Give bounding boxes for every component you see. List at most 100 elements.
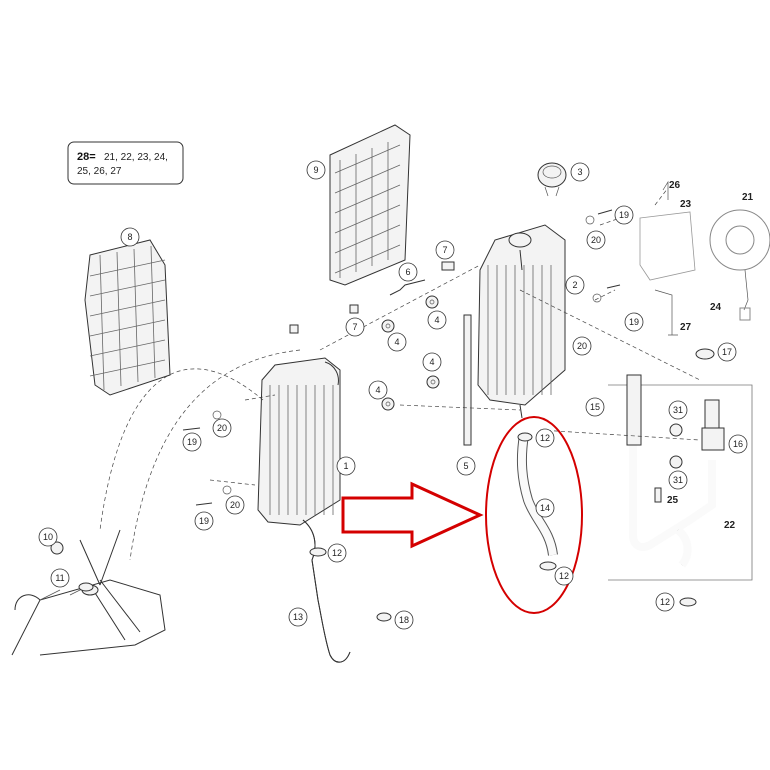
part-callout: 2 bbox=[565, 275, 585, 295]
callout-circle bbox=[554, 566, 574, 586]
label-24: 24 bbox=[710, 302, 722, 313]
part-callout: 13 bbox=[288, 607, 308, 627]
part-callout: 7 bbox=[435, 240, 455, 260]
part-callout: 10 bbox=[38, 527, 58, 547]
callout-number: 19 bbox=[629, 317, 639, 327]
callout-circle bbox=[570, 162, 590, 182]
callout-number: 20 bbox=[217, 423, 227, 433]
callout-circle bbox=[336, 456, 356, 476]
fin-line bbox=[334, 244, 401, 274]
part-callout: 31 bbox=[668, 470, 688, 490]
fin-line bbox=[334, 184, 401, 214]
fin-line bbox=[133, 248, 139, 383]
part-callout: 4 bbox=[422, 352, 442, 372]
callout-circle bbox=[614, 205, 634, 225]
grille-left bbox=[84, 239, 171, 396]
callout-circle bbox=[456, 456, 476, 476]
kit-line-1: 21, 22, 23, 24, bbox=[104, 152, 168, 163]
part-callout: 18 bbox=[394, 610, 414, 630]
part-callout: 20 bbox=[572, 336, 592, 356]
part-callout: 14 bbox=[535, 498, 555, 518]
part-callout: 19 bbox=[194, 511, 214, 531]
kit-box: 28= 21, 22, 23, 24, 25, 26, 27 bbox=[67, 141, 184, 185]
callout-circle bbox=[288, 607, 308, 627]
callout-number: 4 bbox=[375, 385, 380, 395]
callout-number: 20 bbox=[577, 341, 587, 351]
callout-circle bbox=[535, 428, 555, 448]
fan-assembly bbox=[639, 209, 770, 321]
kit-line-2: 25, 26, 27 bbox=[77, 166, 122, 177]
sensor-wire bbox=[654, 289, 678, 336]
callout-number: 31 bbox=[673, 475, 683, 485]
part-callout: 1 bbox=[336, 456, 356, 476]
callout-circle bbox=[345, 317, 365, 337]
fin-line bbox=[89, 319, 166, 337]
callout-number: 17 bbox=[722, 347, 732, 357]
part-callout: 5 bbox=[456, 456, 476, 476]
callout-circle bbox=[368, 380, 388, 400]
fin-line bbox=[334, 204, 401, 234]
part-callout: 16 bbox=[728, 434, 748, 454]
part-callout: 19 bbox=[624, 312, 644, 332]
label-23: 23 bbox=[680, 199, 692, 210]
part-callout: 12 bbox=[655, 592, 675, 612]
highlight-ellipse bbox=[485, 416, 583, 614]
plain-labels: 21 22 23 24 25 26 27 bbox=[667, 180, 754, 531]
callout-number: 7 bbox=[442, 245, 447, 255]
fin-line bbox=[89, 299, 166, 317]
callout-circle bbox=[435, 240, 455, 260]
part-callout: 20 bbox=[586, 230, 606, 250]
callout-circle bbox=[572, 336, 592, 356]
callout-number: 12 bbox=[559, 571, 569, 581]
callout-circle bbox=[120, 227, 140, 247]
callout-circle bbox=[225, 495, 245, 515]
callout-circle bbox=[586, 230, 606, 250]
callout-circle bbox=[585, 397, 605, 417]
callout-number: 7 bbox=[352, 322, 357, 332]
fin-line bbox=[334, 224, 401, 254]
callout-circle bbox=[565, 275, 585, 295]
part-callout: 4 bbox=[368, 380, 388, 400]
part-callout: 12 bbox=[554, 566, 574, 586]
fin-line bbox=[89, 339, 166, 357]
part-callout: 11 bbox=[50, 568, 70, 588]
callout-circle bbox=[655, 592, 675, 612]
callout-number: 19 bbox=[187, 437, 197, 447]
kit-equals: = bbox=[89, 151, 95, 163]
callout-number: 12 bbox=[660, 597, 670, 607]
callout-number: 16 bbox=[733, 439, 743, 449]
callout-circle bbox=[535, 498, 555, 518]
part-callout: 4 bbox=[427, 310, 447, 330]
part-callout: 12 bbox=[535, 428, 555, 448]
fin-line bbox=[89, 279, 166, 297]
kit-number: 28 bbox=[77, 151, 89, 163]
radiator-left bbox=[257, 357, 341, 526]
callout-circle bbox=[194, 511, 214, 531]
part-callout: 20 bbox=[225, 495, 245, 515]
label-21: 21 bbox=[742, 192, 754, 203]
callout-number: 2 bbox=[572, 280, 577, 290]
part-callout: 4 bbox=[387, 332, 407, 352]
fin-line bbox=[334, 164, 401, 194]
label-22: 22 bbox=[724, 520, 736, 531]
callout-number: 4 bbox=[429, 357, 434, 367]
callout-number: 12 bbox=[540, 433, 550, 443]
radiator-cap bbox=[537, 162, 567, 197]
part-callout: 12 bbox=[327, 543, 347, 563]
callout-circle bbox=[387, 332, 407, 352]
grille-upper bbox=[329, 124, 411, 286]
callout-circle bbox=[327, 543, 347, 563]
callout-number: 11 bbox=[55, 573, 64, 583]
fin-line bbox=[334, 144, 401, 174]
callout-number: 8 bbox=[127, 232, 132, 242]
callout-number: 31 bbox=[673, 405, 683, 415]
callout-number: 3 bbox=[577, 167, 582, 177]
callout-number: 18 bbox=[399, 615, 409, 625]
part-callout: 9 bbox=[306, 160, 326, 180]
callout-number: 5 bbox=[463, 461, 468, 471]
small-parts bbox=[50, 180, 715, 622]
callout-number: 15 bbox=[590, 402, 600, 412]
fin-line bbox=[150, 245, 156, 379]
callout-circle bbox=[624, 312, 644, 332]
